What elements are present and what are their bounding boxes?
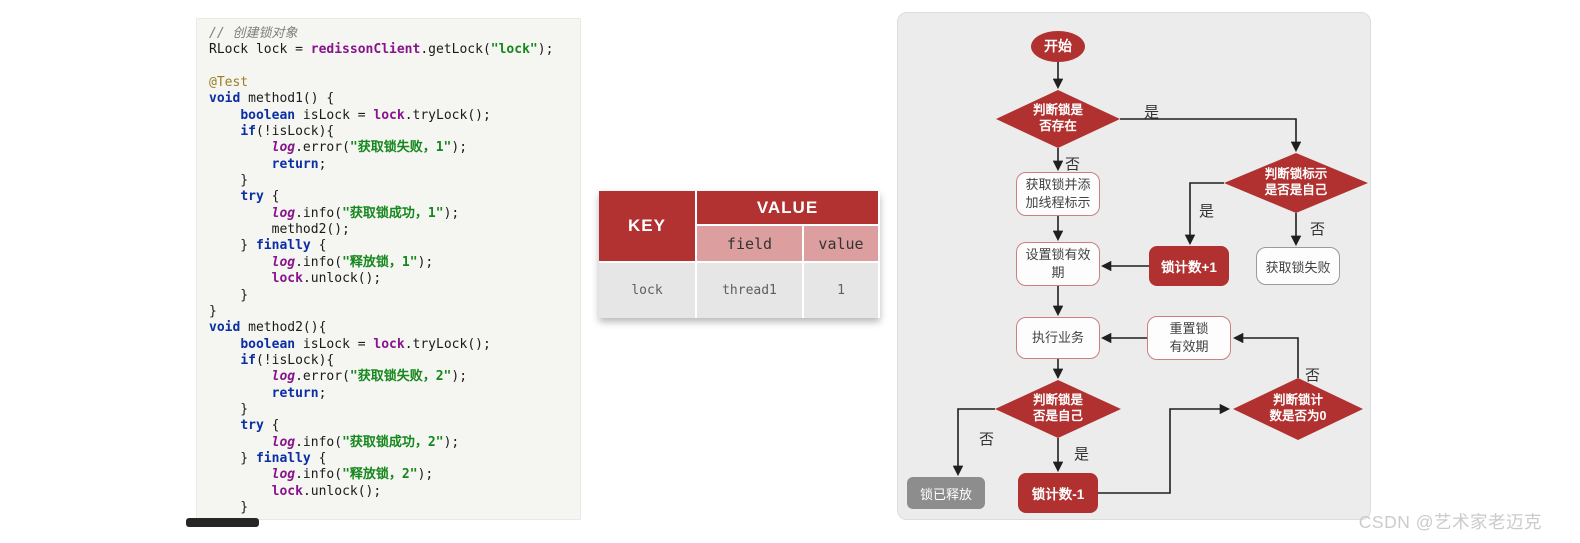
reset-lock-expiry-box: 重置锁有效期 <box>1147 316 1231 360</box>
edge-label: 是 <box>1144 104 1160 121</box>
code-line: try { <box>240 189 280 205</box>
acquire-lock-box: 获取锁并添加线程标示 <box>1016 172 1100 216</box>
code-line: log.error("获取锁失败，2"); <box>271 369 468 385</box>
flow-edge <box>1120 118 1302 153</box>
code-line <box>209 59 574 75</box>
csdn-watermark: CSDN @艺术家老迈克 <box>1358 512 1542 532</box>
flow-edge <box>952 408 995 477</box>
code-line: lock.unlock(); <box>271 271 382 287</box>
table-cell-key: lock <box>599 263 695 318</box>
code-line: lock.unlock(); <box>271 483 382 499</box>
edge-label: 否 <box>1305 367 1321 384</box>
horizontal-scrollbar-thumb[interactable] <box>186 518 259 527</box>
code-line: boolean isLock = lock.tryLock(); <box>240 336 491 352</box>
code-line: if(!isLock){ <box>240 352 335 368</box>
code-line: RLock lock = redissonClient.getLock("loc… <box>209 42 554 58</box>
lock-released-box: 锁已释放 <box>907 477 985 509</box>
code-line: } <box>209 287 249 303</box>
flowchart-edges <box>952 62 1302 494</box>
code-line: return; <box>271 156 327 172</box>
code-line: void method2(){ <box>209 320 327 336</box>
table-subheader-field: field <box>697 226 802 261</box>
flow-edge <box>1098 403 1231 494</box>
flow-edge <box>1184 182 1224 246</box>
code-line: log.info("获取锁成功，1"); <box>271 205 460 221</box>
code-line: } <box>209 303 217 319</box>
code-line: log.error("获取锁失败，1"); <box>271 140 468 156</box>
edge-label: 是 <box>1199 203 1215 220</box>
table-cell-value: 1 <box>804 263 878 318</box>
decr-lock-counter-box: 锁计数-1 <box>1018 473 1098 513</box>
table-header-value: VALUE <box>697 191 878 224</box>
code-line: // 创建锁对象 <box>209 26 298 41</box>
table-cell-field: thread1 <box>697 263 802 318</box>
code-line: log.info("获取锁成功，2"); <box>271 434 460 450</box>
code-line: @Test <box>209 75 249 91</box>
code-line: void method1() { <box>209 91 335 107</box>
start-node: 开始 <box>1031 30 1085 62</box>
execute-business-box: 执行业务 <box>1016 317 1100 359</box>
flowchart-panel: 开始判断锁是否存在获取锁并添加线程标示设置锁有效期执行业务判断锁标示是否是自己锁… <box>897 12 1371 520</box>
set-lock-expiry-box: 设置锁有效期 <box>1016 242 1100 286</box>
code-line: } <box>209 173 249 189</box>
acquire-fail-box: 获取锁失败 <box>1256 247 1340 285</box>
code-line: return; <box>271 385 327 401</box>
edge-label: 否 <box>1310 221 1326 238</box>
flow-edge <box>1232 332 1299 378</box>
code-line: log.info("释放锁，2"); <box>271 467 434 483</box>
redis-table: KEY VALUE field value lock thread1 1 <box>599 191 880 318</box>
code-line: try { <box>240 418 280 434</box>
edge-label: 否 <box>1065 156 1081 173</box>
code-line: boolean isLock = lock.tryLock(); <box>240 107 491 123</box>
code-line: log.info("释放锁，1"); <box>271 254 434 270</box>
table-subheader-value: value <box>804 226 878 261</box>
code-line: if(!isLock){ <box>240 124 335 140</box>
code-line: } <box>209 499 249 515</box>
edge-label: 是 <box>1074 446 1090 463</box>
edge-label: 否 <box>979 431 995 448</box>
code-line: } finally { <box>209 450 327 466</box>
table-header-key: KEY <box>599 191 695 261</box>
code-line: method2(); <box>209 222 350 238</box>
code-line: } <box>209 401 249 417</box>
code-line: } finally { <box>209 238 327 254</box>
incr-lock-counter-box: 锁计数+1 <box>1149 246 1229 286</box>
